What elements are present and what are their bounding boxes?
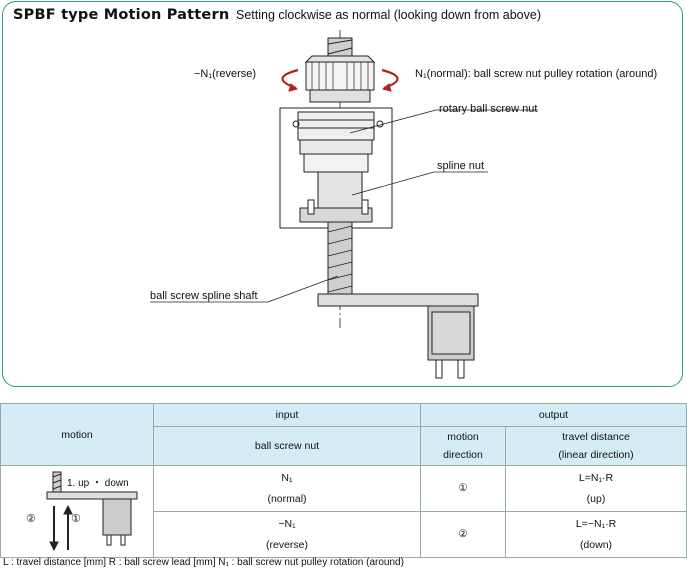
row2-travel: L=−N₁·R (down): [505, 511, 687, 558]
row2-travel-formula: L=−N₁·R: [575, 517, 617, 530]
subheader-travel-line2: (linear direction): [558, 449, 634, 461]
footnote: L : travel distance [mm] R : ball screw …: [3, 557, 404, 568]
row1-direction: ①: [420, 465, 506, 512]
spline-nut-label: spline nut: [437, 160, 485, 172]
diagram-subtitle: Setting clockwise as normal (looking dow…: [236, 8, 541, 22]
header-output: output: [420, 403, 687, 427]
row1-input-note: (normal): [267, 492, 307, 505]
row2-input-note: (reverse): [265, 538, 308, 551]
row1-travel-note: (up): [586, 492, 606, 505]
mini-mark-down: ②: [26, 513, 36, 525]
reverse-rotation-label: −N₁(reverse): [194, 68, 257, 80]
subheader-travel-line1: travel distance: [562, 431, 630, 443]
subheader-motion-direction-line1: motion: [447, 431, 479, 443]
shaft-label: ball screw spline shaft: [150, 290, 258, 302]
row1-input-value: N₁: [281, 471, 293, 484]
header-motion: motion: [0, 403, 154, 466]
subheader-ball-screw-nut: ball screw nut: [153, 426, 421, 466]
subheader-travel-distance: travel distance (linear direction): [505, 426, 687, 466]
mini-motion-illustration: [46, 471, 138, 552]
row2-input: −N₁ (reverse): [153, 511, 421, 558]
row1-input: N₁ (normal): [153, 465, 421, 512]
motion-illustration-cell: 1. up ・ down ② ①: [0, 465, 154, 558]
normal-rotation-label: N₁(normal): ball screw nut pulley rotati…: [415, 68, 658, 80]
subheader-motion-direction-line2: direction: [443, 449, 483, 461]
header-input: input: [153, 403, 421, 427]
motion-table: motion input output ball screw nut motio…: [0, 403, 687, 558]
rotary-ball-screw-nut-label: rotary ball screw nut: [439, 103, 538, 115]
mini-mark-up: ①: [71, 513, 81, 525]
row2-travel-note: (down): [579, 538, 613, 551]
mechanism-drawing: [150, 30, 538, 379]
row1-travel: L=N₁·R (up): [505, 465, 687, 512]
mini-caption: 1. up ・ down: [67, 478, 129, 489]
subheader-motion-direction: motion direction: [420, 426, 506, 466]
row1-travel-formula: L=N₁·R: [578, 471, 614, 484]
diagram-title: SPBF type Motion Pattern: [13, 7, 230, 23]
row2-input-value: −N₁: [278, 517, 296, 530]
row2-direction: ②: [420, 511, 506, 558]
